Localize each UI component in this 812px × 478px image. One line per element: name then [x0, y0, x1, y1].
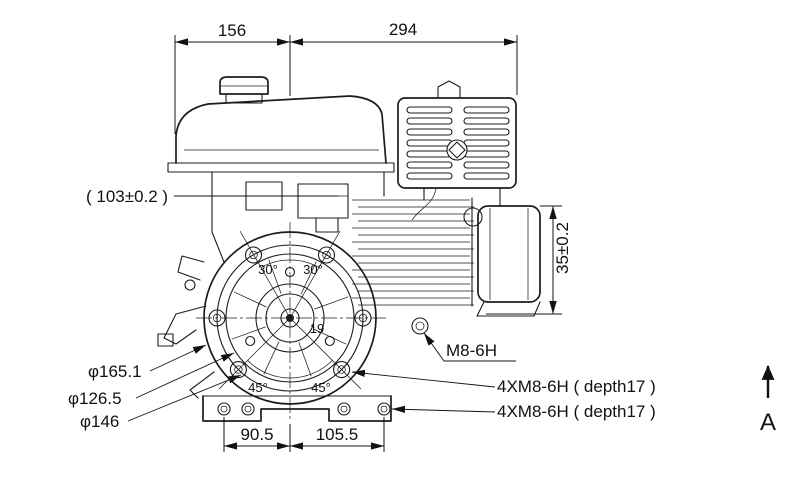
carburetor-body	[297, 183, 349, 219]
thread-4xm8-bottom-label: 4XM8-6H ( depth17 )	[497, 402, 656, 421]
fuel-valve-knob	[184, 279, 196, 291]
air-cleaner-louvers	[406, 106, 510, 180]
dim-294-label: 294	[389, 20, 417, 39]
angle-labels: 30° 30° 45° 45° 19	[247, 259, 333, 395]
pulley-hole	[245, 335, 256, 347]
pulley-spokes	[231, 259, 349, 377]
dim-35-label: 35±0.2	[553, 222, 572, 274]
muffler-body	[477, 205, 541, 303]
dim-105-5-label: 105.5	[316, 425, 359, 444]
crankcase-outer-circle	[203, 231, 377, 405]
m8-tapped-hole	[411, 317, 429, 335]
arc-45-left	[247, 360, 291, 379]
mounting-base	[202, 395, 392, 422]
dim-right: 35±0.2	[486, 205, 572, 315]
intake-pipe	[411, 187, 437, 221]
starter-pulley-circle	[255, 283, 325, 353]
carburetor-section	[211, 171, 501, 263]
bolt-circle	[216, 244, 364, 392]
mounting-feet	[202, 395, 392, 422]
angle-45-left-label: 45°	[248, 380, 268, 395]
thread-4xm8-top-leader	[351, 369, 496, 388]
air-cleaner-cover	[397, 97, 517, 189]
dim-103-label: ( 103±0.2 )	[86, 187, 168, 206]
dia-146-leader	[127, 374, 242, 422]
drain-tab	[189, 371, 215, 399]
fuel-tank-body	[175, 95, 387, 164]
dim-left: ( 103±0.2 )	[86, 187, 338, 206]
dia-146-label: φ146	[80, 412, 119, 431]
lever-end	[157, 333, 174, 347]
dim-bottom: 90.5 105.5	[223, 417, 385, 452]
thread-m8-label: M8-6H	[446, 341, 497, 360]
left-fittings	[157, 255, 215, 399]
thread-labels: M8-6H 4XM8-6H ( depth17 ) 4XM8-6H ( dept…	[351, 332, 656, 421]
pulley-hole	[324, 335, 335, 347]
cooling-fins	[352, 197, 474, 307]
exhaust-pipe	[463, 207, 483, 227]
fuel-tank	[167, 76, 395, 173]
pulley-hole	[284, 266, 296, 278]
arc-30-right	[289, 259, 320, 268]
dia-165-label: φ165.1	[88, 362, 142, 381]
flange-bolt-holes	[208, 246, 372, 379]
air-cleaner-bolt-head	[448, 141, 466, 159]
dim-156-label: 156	[218, 21, 246, 40]
thread-4xm8-bottom-leader	[391, 405, 496, 414]
angle-19-label: 19	[310, 321, 324, 336]
muffler	[463, 205, 541, 317]
fuel-valve	[177, 255, 205, 281]
crank-hub-circle	[265, 293, 315, 343]
thread-m8-leader	[423, 332, 516, 362]
angle-45-right-label: 45°	[311, 380, 331, 395]
crankshaft-circle	[280, 308, 300, 328]
view-indicator: A	[760, 364, 776, 436]
fuel-tank-flange	[167, 162, 395, 173]
air-cleaner	[397, 80, 517, 189]
crankcase	[196, 222, 429, 420]
angle-30-left-label: 30°	[258, 262, 278, 277]
foot-bolt-holes	[217, 402, 391, 416]
dim-90-5-label: 90.5	[240, 425, 273, 444]
dia-126-leader	[135, 352, 235, 399]
dia-165-leader	[149, 344, 207, 372]
thread-4xm8-top-label: 4XM8-6H ( depth17 )	[497, 377, 656, 396]
control-lever	[163, 305, 207, 345]
angle-30-right-label: 30°	[303, 262, 323, 277]
dia-126-label: φ126.5	[68, 389, 122, 408]
spigot-circle	[225, 253, 355, 383]
arc-30-left	[260, 259, 291, 268]
view-label: A	[760, 409, 776, 436]
arc-45-right	[289, 360, 333, 379]
air-cleaner-bracket	[437, 80, 461, 99]
fuel-cap	[219, 76, 269, 95]
muffler-bracket	[476, 301, 541, 317]
carburetor-linkage	[315, 217, 339, 233]
engine-outline	[157, 76, 541, 422]
air-cleaner-bolt	[446, 139, 468, 161]
fuel-cap-neck	[225, 93, 263, 104]
diameter-labels: φ165.1 φ126.5 φ146	[68, 344, 242, 431]
dim-top: 156 294	[174, 20, 518, 134]
